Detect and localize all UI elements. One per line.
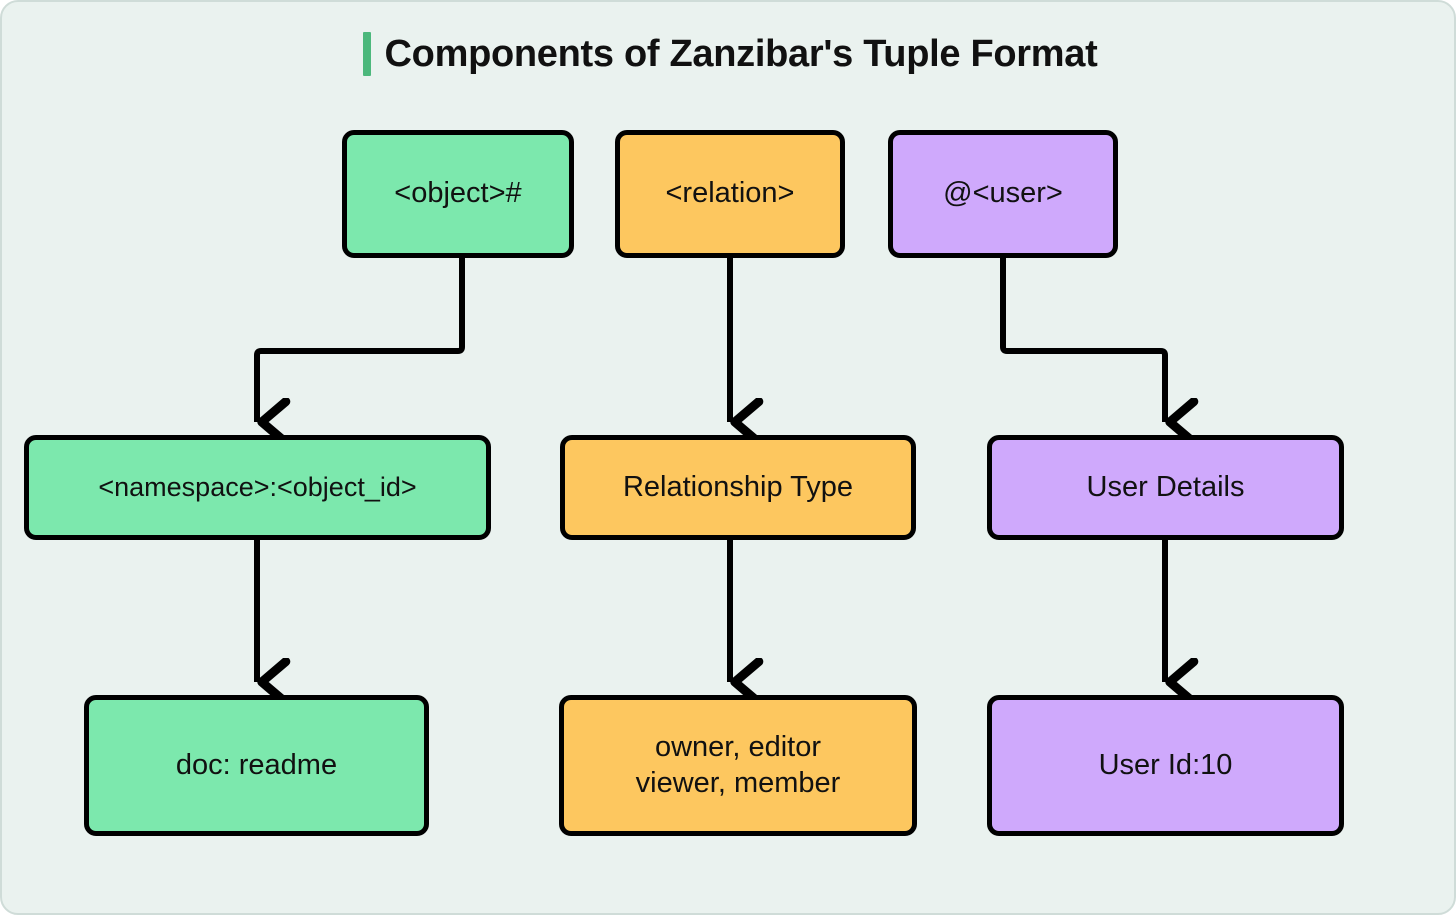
page-title-text: Components of Zanzibar's Tuple Format (384, 32, 1098, 75)
node-relation-example[interactable]: owner, editor viewer, member (559, 695, 917, 836)
node-object-token[interactable]: <object># (342, 130, 574, 258)
page-title: Components of Zanzibar's Tuple Format (2, 24, 1454, 84)
node-user-token[interactable]: @<user> (888, 130, 1118, 258)
node-object-structure[interactable]: <namespace>:<object_id> (24, 435, 491, 540)
node-relation-meaning[interactable]: Relationship Type (560, 435, 916, 540)
node-relation-token[interactable]: <relation> (615, 130, 845, 258)
node-object-example[interactable]: doc: readme (84, 695, 429, 836)
title-accent-bar (362, 32, 371, 76)
node-user-meaning[interactable]: User Details (987, 435, 1344, 540)
edge-object-token-to-structure (254, 254, 465, 422)
edge-user-token-to-meaning (1000, 254, 1165, 422)
node-user-example[interactable]: User Id:10 (987, 695, 1344, 836)
